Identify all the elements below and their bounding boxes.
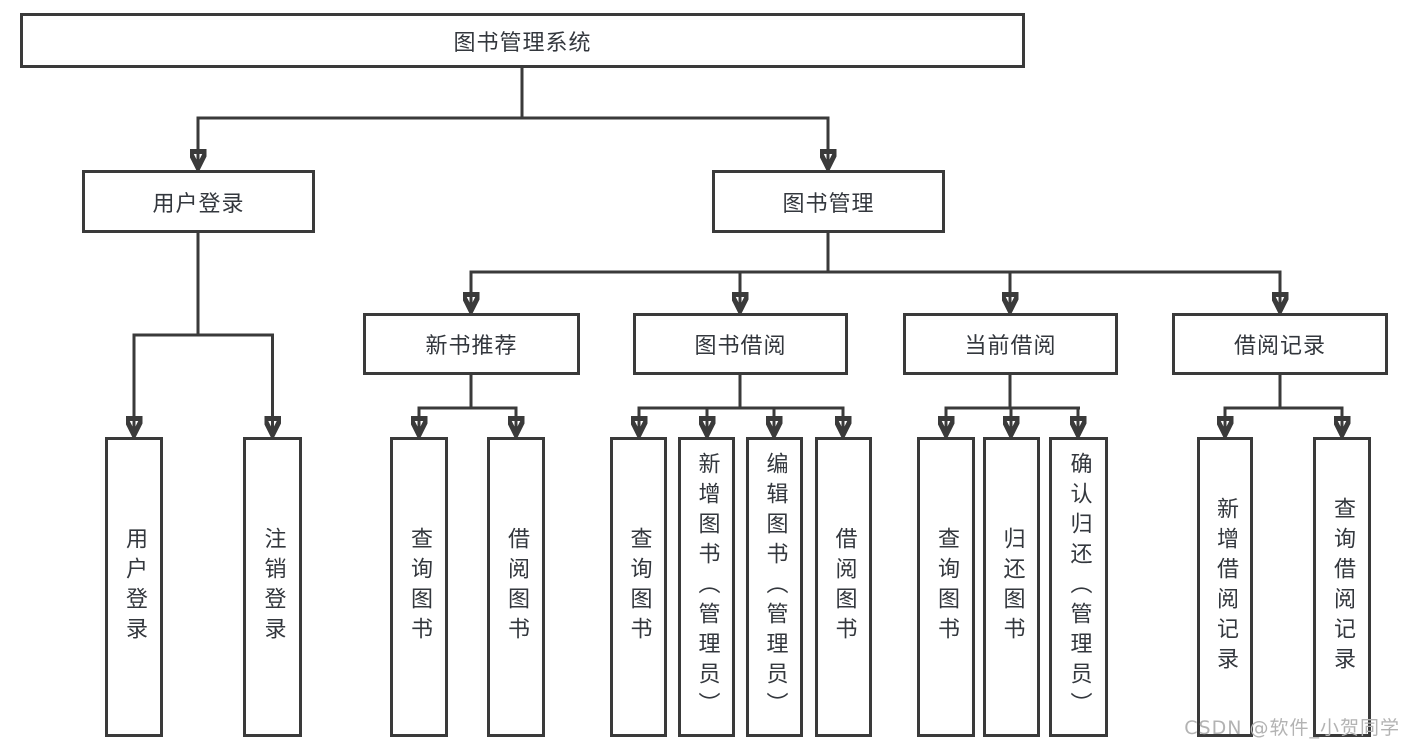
leaf-borrow-book-newrec: 借阅图书 — [487, 437, 545, 737]
leaf-label: 新增图书（管理员） — [694, 452, 720, 722]
leaf-label: 归还图书 — [999, 527, 1025, 647]
leaf-borrow-book-borrowing: 借阅图书 — [815, 437, 872, 737]
leaf-logout-login: 注销登录 — [243, 437, 302, 737]
leaf-label: 查询图书 — [407, 527, 432, 647]
leaf-label: 借阅图书 — [504, 527, 529, 647]
connector-borrowing-records-children — [1224, 375, 1344, 435]
leaf-label: 编辑图书（管理员） — [762, 452, 788, 722]
leaf-return-book: 归还图书 — [983, 437, 1040, 737]
leaf-label: 用户登录 — [122, 527, 147, 647]
leaf-add-book-admin: 新增图书（管理员） — [678, 437, 735, 737]
node-borrowing-records: 借阅记录 — [1172, 313, 1388, 375]
node-book-management: 图书管理 — [712, 170, 945, 233]
connector-user-login-children — [133, 233, 275, 435]
leaf-query-book-newrec: 查询图书 — [390, 437, 448, 737]
node-user-login: 用户登录 — [82, 170, 315, 233]
connector-book-management-children — [470, 233, 1282, 311]
leaf-add-borrow-record: 新增借阅记录 — [1197, 437, 1253, 737]
leaf-label: 查询图书 — [934, 527, 959, 647]
node-new-book-recommend: 新书推荐 — [363, 313, 580, 375]
leaf-label: 确认归还（管理员） — [1066, 452, 1092, 722]
leaf-edit-book-admin: 编辑图书（管理员） — [746, 437, 803, 737]
leaf-label: 查询借阅记录 — [1330, 497, 1355, 677]
leaf-label: 新增借阅记录 — [1213, 497, 1238, 677]
leaf-label: 借阅图书 — [831, 527, 857, 647]
leaf-label: 查询图书 — [626, 527, 652, 647]
leaf-query-book-borrowing: 查询图书 — [610, 437, 667, 737]
leaf-label: 注销登录 — [260, 527, 286, 647]
connector-new-book-children — [418, 375, 518, 435]
csdn-watermark: CSDN @软件_小贺同学 — [1184, 717, 1400, 739]
node-current-borrowing: 当前借阅 — [903, 313, 1118, 375]
connector-book-borrowing-children — [638, 375, 845, 435]
connector-current-borrowing-children — [945, 375, 1081, 435]
leaf-user-login: 用户登录 — [105, 437, 163, 737]
leaf-confirm-return-admin: 确认归还（管理员） — [1049, 437, 1108, 737]
leaf-query-book-current: 查询图书 — [917, 437, 975, 737]
leaf-query-borrow-record: 查询借阅记录 — [1313, 437, 1371, 737]
connector-root-to-level1 — [197, 68, 830, 168]
node-book-borrowing: 图书借阅 — [633, 313, 848, 375]
node-library-management-system: 图书管理系统 — [20, 13, 1025, 68]
